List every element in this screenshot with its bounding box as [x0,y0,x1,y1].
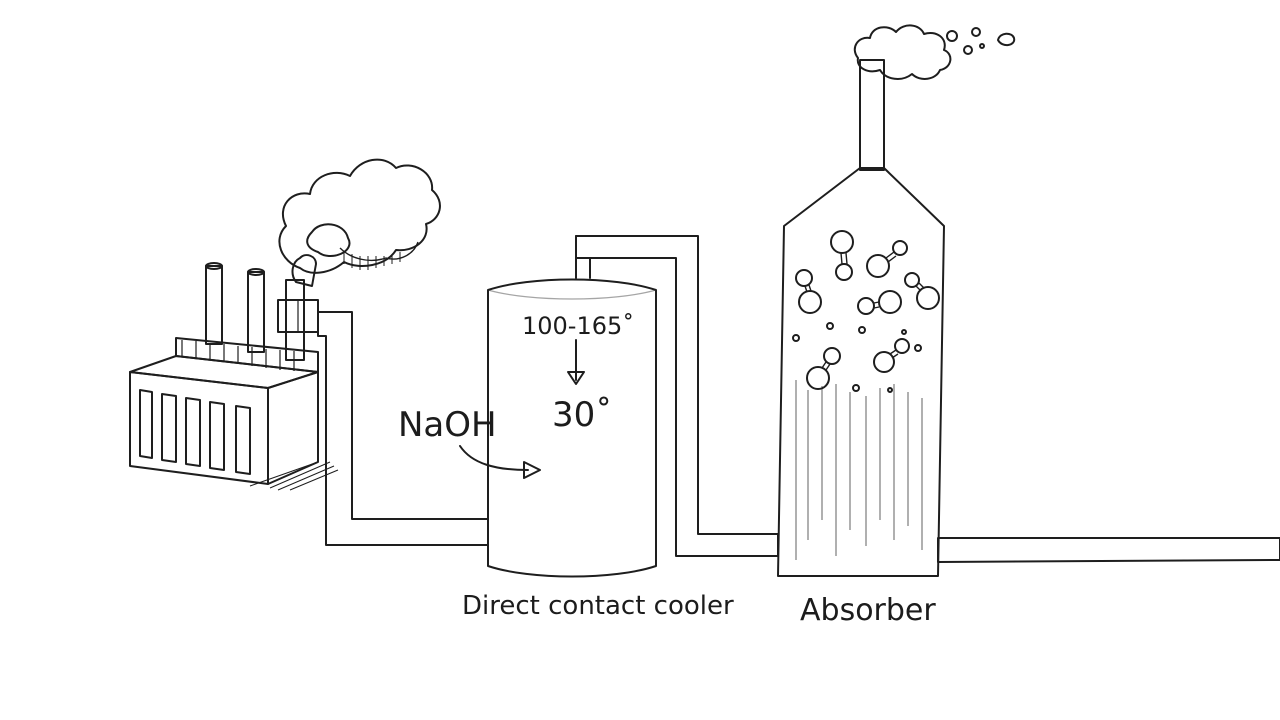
factory-chimney [247,271,265,353]
co2-molecule [857,290,902,315]
co2-molecule [873,338,910,373]
absorber-tower [777,59,945,577]
absorber-label: Absorber [800,593,936,628]
inlet-temperature-label: 100-165˚ [522,312,634,340]
factory-chimney [205,265,223,345]
co2-molecule [830,230,854,281]
naoh-label: NaOH [398,405,497,445]
naoh-inlet-arrow [459,445,541,479]
outlet-temperature-label: 30˚ [552,395,612,435]
direct-contact-cooler [487,278,657,578]
co2-molecule [795,269,822,314]
absorber-exhaust-cloud [853,24,1016,80]
cooler-label: Direct contact cooler [462,591,734,621]
absorber-outlet-pipe [937,537,1280,563]
co2-molecule [904,272,940,310]
co2-molecule [866,240,908,278]
co2-molecules [795,230,940,390]
factory [129,262,339,491]
co2-molecule [806,347,841,390]
factory-smoke-cloud [278,158,441,287]
factory-chimney [285,279,305,361]
